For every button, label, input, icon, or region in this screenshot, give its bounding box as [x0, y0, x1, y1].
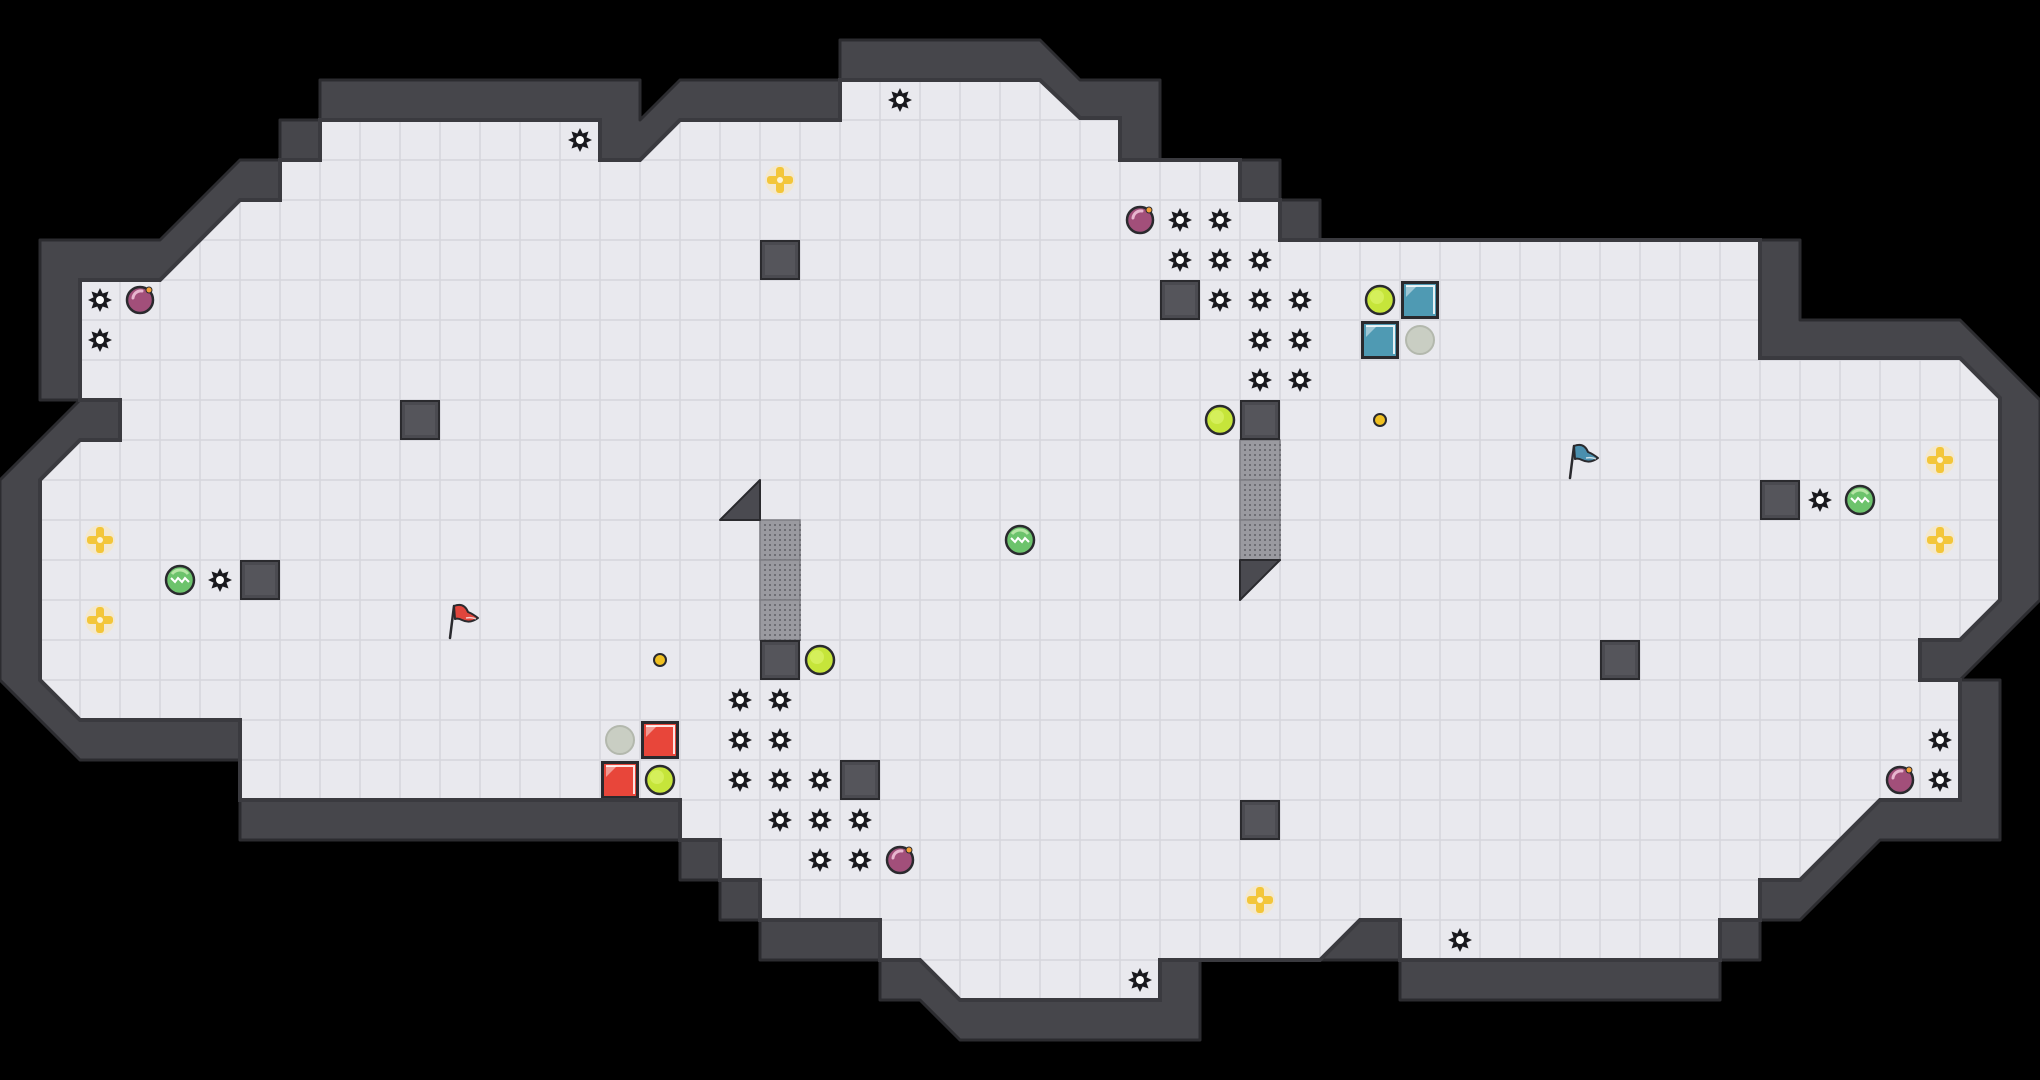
spike-mine-icon: [888, 88, 912, 112]
grate-tile: [1239, 439, 1281, 481]
spike-mine-icon: [808, 768, 832, 792]
spike-mine-icon: [1168, 208, 1192, 232]
grate-tile: [1239, 479, 1281, 521]
lime-orb-icon: [804, 644, 836, 676]
spike-mine-icon: [728, 728, 752, 752]
spike-mine-icon: [1248, 368, 1272, 392]
cross-powerup-icon: [85, 525, 115, 555]
spike-mine-icon: [1208, 208, 1232, 232]
entity-layer: [85, 88, 1955, 992]
red-box[interactable]: [641, 721, 679, 759]
wall-block-face: [1765, 485, 1795, 515]
spike-mine-icon: [1288, 288, 1312, 312]
wall-block-face: [845, 765, 875, 795]
spike-mine-icon: [1208, 248, 1232, 272]
spike-mine-icon: [1208, 288, 1232, 312]
bomb-icon: [125, 285, 155, 315]
spike-mine-icon: [1288, 328, 1312, 352]
wall-block-face: [765, 645, 795, 675]
wall-block-face: [1605, 645, 1635, 675]
spike-mine-icon: [88, 328, 112, 352]
spike-mine-icon: [728, 768, 752, 792]
blue-box[interactable]: [1401, 281, 1439, 319]
wall-block-face: [1245, 805, 1275, 835]
spike-mine-icon: [1128, 968, 1152, 992]
spike-mine-icon: [1808, 488, 1832, 512]
green-token-icon: [1004, 524, 1036, 556]
spike-mine-icon: [728, 688, 752, 712]
spike-mine-icon: [1448, 928, 1472, 952]
wall-block-face: [245, 565, 275, 595]
blue-flag-icon[interactable]: [1568, 443, 1599, 480]
green-token-icon: [164, 564, 196, 596]
cross-powerup-icon: [1925, 525, 1955, 555]
spike-mine-icon: [848, 808, 872, 832]
wall-block-face: [405, 405, 435, 435]
wall-block-face: [765, 245, 795, 275]
spike-mine-icon: [568, 128, 592, 152]
wedge-ramp: [719, 479, 761, 521]
cross-powerup-icon: [85, 605, 115, 635]
grate-tile: [759, 519, 801, 561]
spike-mine-icon: [848, 848, 872, 872]
spike-mine-icon: [768, 688, 792, 712]
grate-tile: [1239, 519, 1281, 561]
spike-mine-icon: [1928, 768, 1952, 792]
grate-tile: [759, 599, 801, 641]
green-token-icon: [1844, 484, 1876, 516]
spike-mine-icon: [1248, 328, 1272, 352]
wall-block-face: [1245, 405, 1275, 435]
lime-orb-icon: [1204, 404, 1236, 436]
yellow-dot-icon: [1373, 413, 1387, 427]
spike-mine-icon: [88, 288, 112, 312]
cross-powerup-icon: [765, 165, 795, 195]
spike-mine-icon: [1288, 368, 1312, 392]
spike-mine-icon: [808, 848, 832, 872]
spike-mine-icon: [208, 568, 232, 592]
arena-inner-edge: [38, 78, 2002, 1002]
red-box[interactable]: [601, 761, 639, 799]
grate-tile: [759, 559, 801, 601]
spike-mine-icon: [768, 808, 792, 832]
grey-orb-icon: [605, 725, 635, 755]
bomb-icon: [1885, 765, 1915, 795]
spike-mine-icon: [1248, 288, 1272, 312]
blue-box[interactable]: [1361, 321, 1399, 359]
bomb-icon: [885, 845, 915, 875]
wall-block-face: [1165, 285, 1195, 315]
lime-orb-icon: [644, 764, 676, 796]
spike-mine-icon: [768, 768, 792, 792]
lime-orb-icon: [1364, 284, 1396, 316]
bomb-icon: [1125, 205, 1155, 235]
grey-orb-icon: [1405, 325, 1435, 355]
spike-mine-icon: [1928, 728, 1952, 752]
cross-powerup-icon: [1245, 885, 1275, 915]
spike-mine-icon: [1248, 248, 1272, 272]
red-flag-icon[interactable]: [448, 603, 479, 640]
cross-powerup-icon: [1925, 445, 1955, 475]
spike-mine-icon: [1168, 248, 1192, 272]
wedge-ramp: [1239, 559, 1281, 601]
spike-mine-icon: [768, 728, 792, 752]
yellow-dot-icon: [653, 653, 667, 667]
spike-mine-icon: [808, 808, 832, 832]
